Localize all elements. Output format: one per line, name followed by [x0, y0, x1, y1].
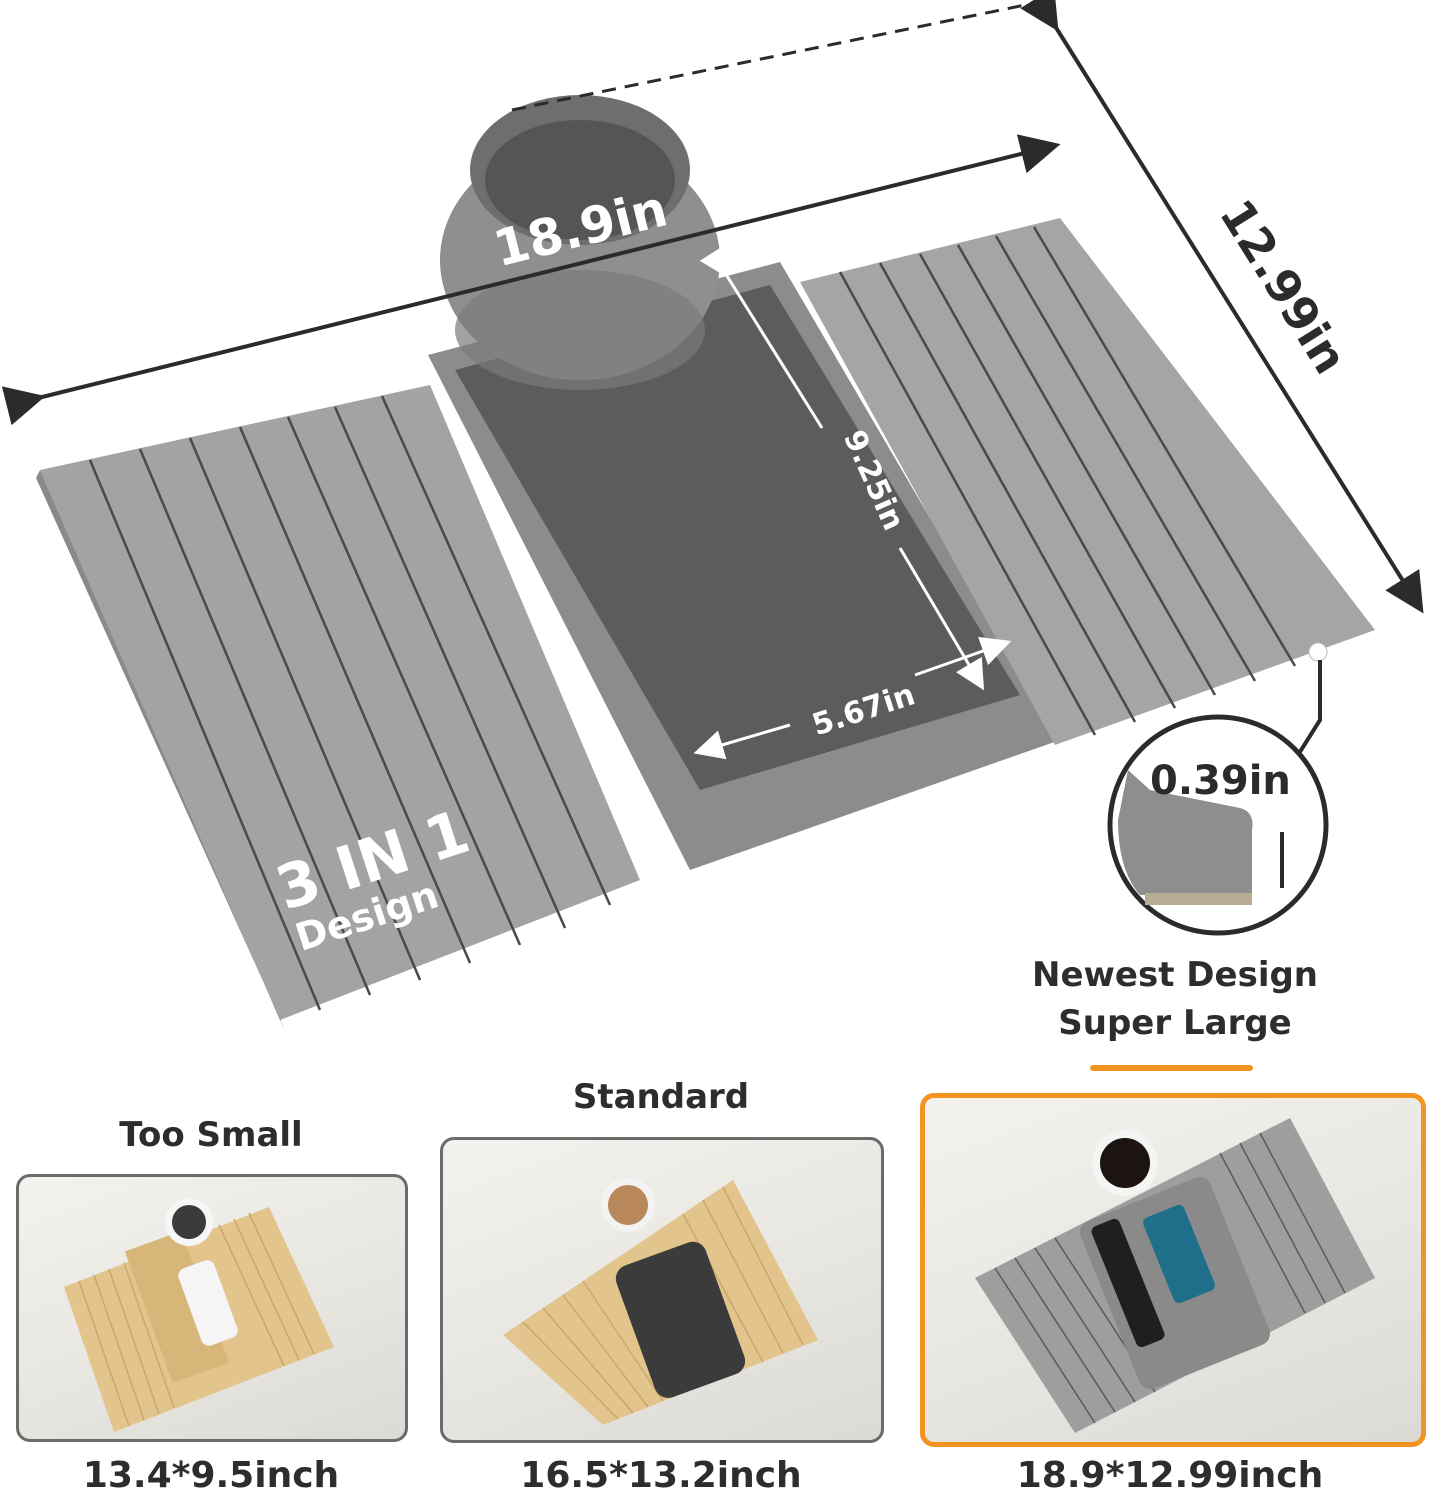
bamboo-tray-standard-image	[503, 1178, 818, 1425]
tray-illustration	[1, 0, 1424, 1030]
width-arrow	[1020, 0, 1424, 614]
comparison-size-2: 18.9*12.99inch	[1016, 1455, 1324, 1496]
callout-line1: Newest Design	[1031, 955, 1319, 995]
comparison-title-1: Standard	[572, 1077, 750, 1117]
comparison-size-0: 13.4*9.5inch	[82, 1455, 340, 1496]
tray-width-arrow-right	[914, 636, 1012, 677]
highlight-underline	[1090, 1065, 1253, 1071]
comparison-title-0: Too Small	[119, 1115, 303, 1155]
callout-dot	[1308, 642, 1328, 662]
length-arrow	[1, 134, 1061, 426]
bamboo-tray-small-image	[64, 1198, 334, 1432]
callout-line2: Super Large	[1058, 1003, 1292, 1043]
dashed-guide	[511, 2, 1031, 112]
comparison-card-standard	[440, 1137, 884, 1443]
tray-width-arrow-left	[693, 723, 791, 760]
left-slat-panel	[36, 385, 640, 1030]
tray-length-arrow-top	[699, 244, 824, 429]
comparison-card-too-small	[16, 1174, 408, 1442]
product-hero: 18.9in 12.99in 9.25in 5.67in 0.39in 3 IN…	[1, 0, 1424, 1043]
comparison-card-super-large	[920, 1093, 1426, 1447]
gray-tray-large-image	[975, 1118, 1375, 1433]
comparison-size-1: 16.5*13.2inch	[520, 1455, 802, 1496]
thickness-label: 0.39in	[1150, 758, 1291, 804]
